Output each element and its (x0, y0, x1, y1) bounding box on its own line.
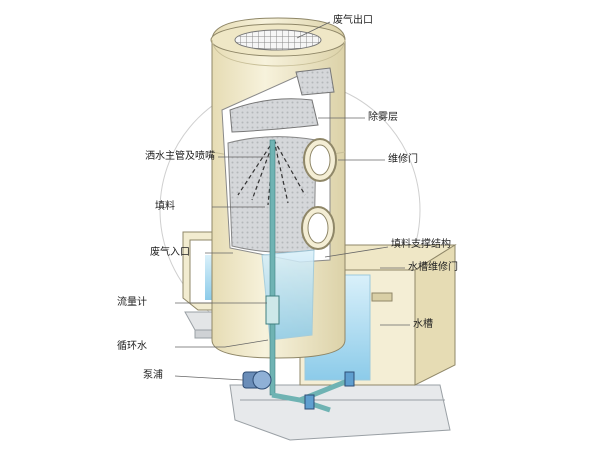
label-water-tank: 水槽 (413, 319, 433, 330)
label-access-door: 维修门 (388, 154, 418, 165)
access-doors (301, 138, 337, 250)
label-circulating-water: 循环水 (117, 341, 147, 352)
label-packing-support: 填料支撑结构 (391, 239, 451, 250)
pump (242, 370, 355, 410)
label-tank-access-door: 水槽维修门 (408, 262, 458, 273)
leader-lines (174, 21, 410, 381)
label-packing: 填料 (155, 201, 175, 212)
label-pump: 泵浦 (143, 370, 163, 381)
label-gas-outlet: 废气出口 (333, 15, 373, 26)
label-sprinkler: 洒水主管及喷嘴 (145, 151, 215, 162)
label-demister: 除雾层 (368, 112, 398, 123)
label-gas-inlet: 废气入口 (150, 247, 190, 258)
label-flowmeter: 流量计 (117, 297, 147, 308)
